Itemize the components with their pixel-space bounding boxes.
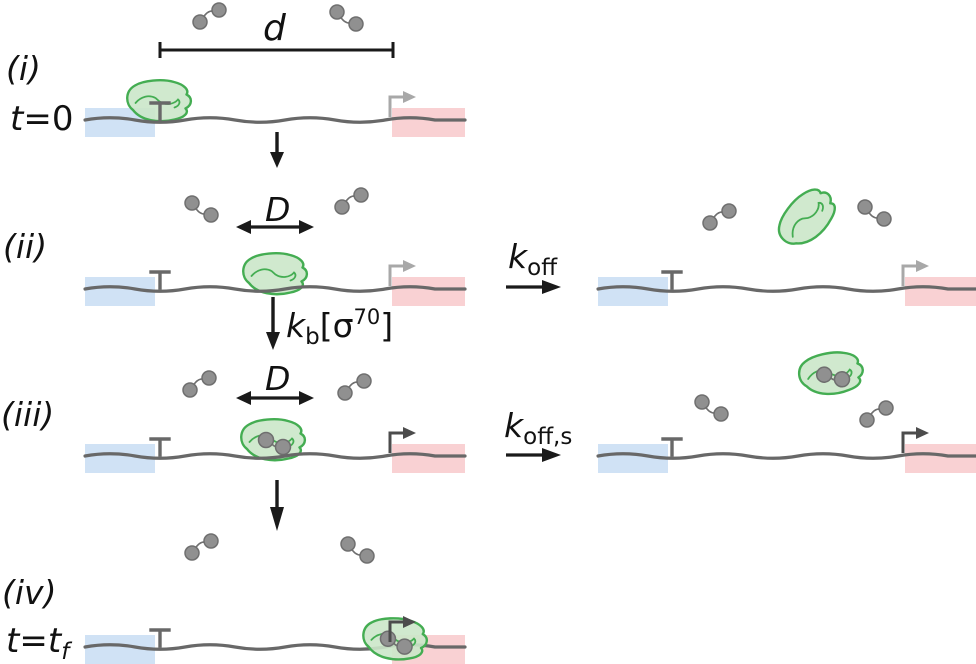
stage-i: (i) t=0 <box>6 2 467 139</box>
stage-ii-dissociated <box>596 179 976 306</box>
stage-ii: (ii) D <box>3 187 467 306</box>
flow-arrow-i-ii <box>270 132 284 168</box>
stage-iii: (iii) D <box>1 359 467 473</box>
stage-iii-dissociated <box>596 349 976 473</box>
sigma-factor-icon <box>184 533 219 561</box>
koff-arrow-icon <box>506 280 561 294</box>
sigma-factor-icon <box>184 195 219 223</box>
distance-label: d <box>263 8 287 49</box>
kb-reaction: kb[σ70] <box>266 297 393 350</box>
sigma-factor-icon <box>857 199 892 227</box>
stage-iv-label: (iv) <box>2 573 56 612</box>
sigma-factor-icon <box>694 394 729 422</box>
rna-polymerase-icon <box>769 179 845 257</box>
sigma-factor-icon <box>192 2 227 30</box>
sigma-factor-icon <box>182 370 217 398</box>
koffs-label: koff,s <box>504 406 572 450</box>
stage-iv: (iv) t=tf <box>2 533 467 664</box>
time-final-label: t=tf <box>6 621 72 664</box>
koff-reaction: koff <box>506 237 561 294</box>
sigma-factor-icon <box>329 4 364 32</box>
diffusion-label: D <box>265 190 290 229</box>
flow-arrow-ii-iii <box>266 297 280 350</box>
sigma-factor-icon <box>702 203 737 231</box>
sigma-factor-icon <box>859 400 894 428</box>
rna-polymerase-sigma-complex-icon <box>797 349 866 398</box>
koffs-arrow-icon <box>506 448 561 462</box>
distance-bracket: d <box>158 8 395 58</box>
sigma-factor-icon <box>340 536 375 564</box>
koffs-reaction: koff,s <box>504 406 572 462</box>
koff-label: koff <box>508 237 558 281</box>
flow-arrow-iii-iv <box>270 480 284 531</box>
diffusion-label: D <box>265 359 290 398</box>
stage-iii-label: (iii) <box>1 395 54 434</box>
sigma-factor-icon <box>334 187 369 215</box>
kb-label: kb[σ70] <box>286 305 393 350</box>
stage-i-label: (i) <box>6 49 41 88</box>
stage-ii-label: (ii) <box>3 227 47 266</box>
sigma-factor-icon <box>337 373 372 401</box>
time-start-label: t=0 <box>10 99 73 139</box>
